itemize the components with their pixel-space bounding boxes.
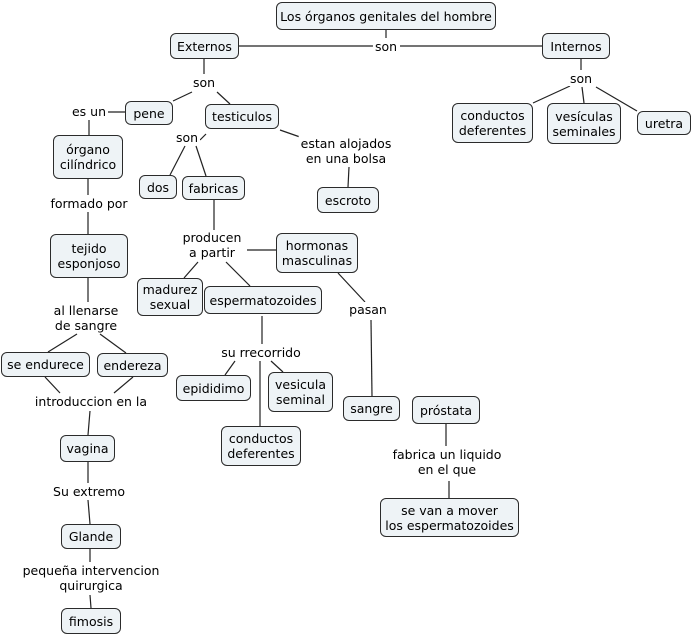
connector-line [532, 85, 571, 104]
concept-vesiculas-seminales[interactable]: vesículas seminales [547, 103, 621, 144]
connector-line [183, 261, 199, 279]
concept-sangre[interactable]: sangre [343, 396, 400, 421]
connector-line [113, 376, 134, 394]
link-son-testiculos: son [173, 130, 201, 145]
concept-prostata[interactable]: próstata [412, 396, 480, 424]
concept-fimosis[interactable]: fimosis [61, 608, 121, 634]
concept-vagina[interactable]: vagina [60, 435, 115, 462]
link-fabrica-un-liquido: fabrica un liquido en el que [390, 447, 504, 477]
connector-line [225, 261, 251, 287]
concept-madurez-sexual[interactable]: madurez sexual [137, 278, 203, 316]
connector-line [279, 129, 301, 138]
connector-line [87, 499, 91, 525]
link-es-un: es un [69, 104, 109, 119]
concept-testiculos[interactable]: testiculos [205, 104, 279, 129]
concept-uretra[interactable]: uretra [637, 111, 691, 135]
connector-line [87, 410, 91, 436]
concept-espermatozoides[interactable]: espermatozoides [204, 286, 322, 314]
connector-line [581, 86, 585, 104]
link-su-recorrido: su rrecorrido [219, 345, 303, 360]
connector-line [337, 272, 366, 303]
link-son-internos: son [567, 71, 595, 86]
concept-externos[interactable]: Externos [170, 33, 239, 59]
link-son-externos: son [190, 75, 218, 90]
concept-endereza[interactable]: endereza [97, 353, 168, 377]
concept-glande[interactable]: Glande [61, 524, 121, 549]
concept-vesicula-seminal[interactable]: vesicula seminal [268, 372, 333, 412]
link-pequena-intervencion: pequeña intervencion quirurgica [20, 563, 162, 593]
connector-line [195, 145, 207, 177]
connector-line [47, 333, 78, 353]
concept-se-endurece[interactable]: se endurece [1, 352, 90, 377]
link-producen-a-partir: producen a partir [180, 230, 244, 260]
concept-se-van-a-mover[interactable]: se van a mover los espermatozoides [380, 498, 519, 537]
link-son-top: son [372, 39, 400, 54]
link-al-llenarse-de-sangre: al llenarse de sangre [51, 303, 121, 333]
link-estan-alojados: estan alojados en una bolsa [298, 136, 394, 166]
concept-hormonas-masculinas[interactable]: hormonas masculinas [276, 233, 358, 273]
connector-line [172, 91, 193, 102]
concept-epididimo[interactable]: epididimo [176, 375, 251, 401]
connector-line [169, 145, 186, 176]
concept-conductos-deferentes[interactable]: conductos deferentes [452, 103, 533, 143]
connector-line [216, 91, 231, 105]
concept-conductos-deferentes-recorrido[interactable]: conductos deferentes [221, 426, 301, 466]
link-introduccion-en-la: introduccion en la [32, 394, 150, 409]
link-pasan: pasan [347, 302, 389, 317]
link-formado-por: formado por [48, 196, 130, 211]
connector-line [89, 594, 92, 609]
connector-line [224, 360, 236, 376]
concept-escroto[interactable]: escroto [317, 187, 379, 213]
connector-line [199, 133, 207, 141]
connector-line [347, 166, 350, 188]
concept-pene[interactable]: pene [125, 101, 173, 125]
concept-organo-cilindrico[interactable]: órgano cilíndrico [53, 135, 123, 179]
connector-line [370, 319, 373, 397]
concept-tejido-esponjoso[interactable]: tejido esponjoso [50, 234, 128, 278]
link-su-extremo: Su extremo [51, 484, 127, 499]
concept-internos[interactable]: Internos [542, 33, 610, 59]
connector-line [270, 360, 284, 373]
connector-line [44, 376, 61, 394]
concept-dos[interactable]: dos [139, 175, 177, 199]
concept-title[interactable]: Los órganos genitales del hombre [276, 2, 496, 30]
connector-line [99, 333, 127, 354]
connector-line [595, 86, 638, 112]
concept-fabricas[interactable]: fabricas [182, 176, 245, 200]
